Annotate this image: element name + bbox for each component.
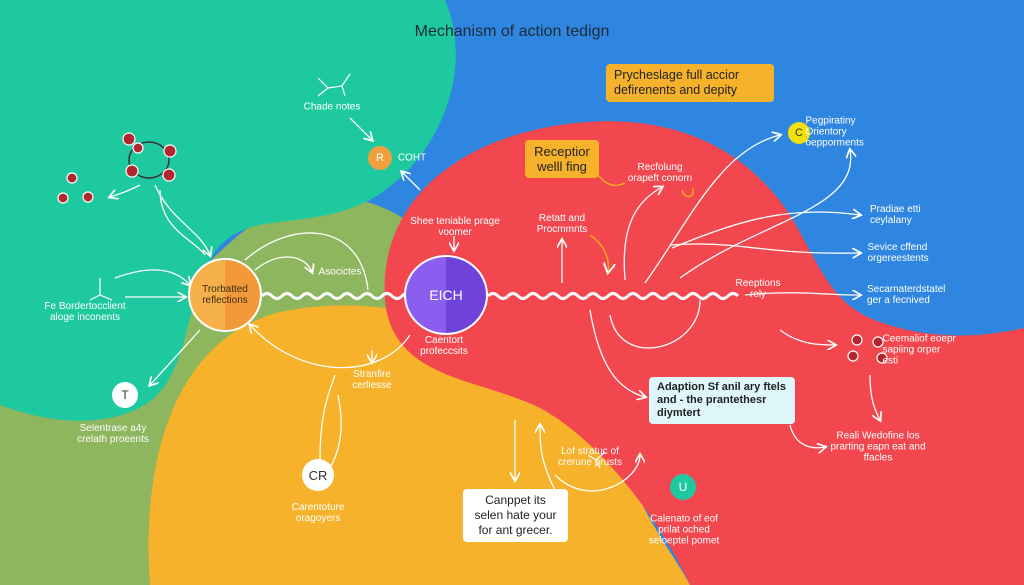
label-peculiarity: Pegpiratiny Orientory oepporments [805, 115, 864, 149]
label-rectal-procedures: Retatt and Procmmnts [536, 213, 588, 235]
molecule-icon [128, 141, 170, 179]
callout-bottom: Canppet its selen hate your for ant grec… [463, 489, 568, 542]
node-t[interactable]: T [112, 382, 138, 408]
label-left-components: Fe Bordertocclient aloge inconents [44, 301, 126, 323]
label-pradiae: Pradiae etti ceylalany [870, 204, 921, 226]
label-constitute: Carentoture oragoyers [291, 502, 345, 524]
label-calendar: Calenato of eof prilat oched seloeptel p… [648, 513, 720, 547]
label-service: Sevice cffend orgereestents [867, 242, 929, 264]
red-region [384, 121, 1024, 585]
node-cr[interactable]: CR [302, 459, 334, 491]
wavy-connector-right [486, 292, 740, 300]
node-u[interactable]: U [670, 474, 696, 500]
callout-adaptation: Adaption Sf anil ary ftels and - the pra… [649, 377, 795, 424]
label-shee: Shee teniable prage voomer [410, 216, 500, 238]
node-r[interactable]: R [368, 146, 392, 170]
label-results: Reali Wedofine los prarting eapn eat and… [830, 430, 926, 464]
orange-pointers [589, 174, 694, 272]
node-trorbatted-reflections[interactable]: Trorbatted reflections [188, 258, 262, 332]
atom-icons [57, 132, 888, 364]
node-c[interactable]: C [788, 122, 810, 144]
callout-top: Prycheslage full accior defirenents and … [606, 64, 774, 102]
label-cocht: COHT [397, 152, 427, 164]
label-lot-status: Lof stratuc of crerune prusts [558, 446, 622, 468]
diagram-title: Mechanism of action tedign [414, 23, 610, 40]
label-associates: Asocictes [318, 266, 362, 278]
label-secondary: Secarnaterdstatel ger a fecnived [867, 284, 946, 306]
label-receptors-rely: Reeptions rely [735, 278, 781, 300]
label-receptor-concern: Recfolung orapeft conorn [627, 162, 693, 184]
node-eich[interactable]: EICH [404, 255, 488, 335]
wavy-connector-left [260, 292, 414, 300]
arrows [110, 117, 880, 492]
label-constant-products: Caentort profeccsits [420, 335, 468, 357]
label-chade-notes: Chade notes [303, 101, 361, 113]
label-selective: Selentrase a4y crelath proeents [77, 423, 149, 445]
teal-region [0, 0, 456, 421]
callout-receptor: Receptior welll fing [525, 140, 599, 178]
label-connectors: Ceemaliof eoepr sapiing orper esti [882, 333, 956, 367]
structure-icons [89, 73, 606, 469]
label-stratifies: Stranfire cerliesse [352, 369, 392, 391]
